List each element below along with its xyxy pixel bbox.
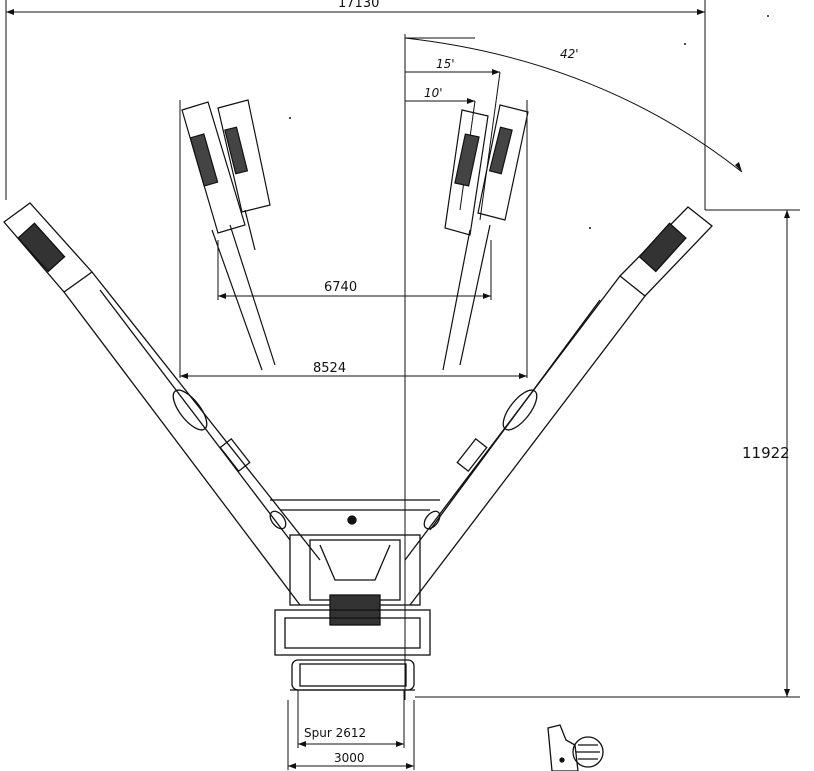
swing-angle-indicators: 42' 15' 10' <box>404 37 743 221</box>
scan-dot <box>684 43 686 45</box>
scan-dot <box>289 117 291 119</box>
overall-width-label: 17130 <box>338 0 379 11</box>
right-boom <box>404 206 713 606</box>
left-boom <box>3 202 321 606</box>
logo-fragment <box>547 724 604 771</box>
machine-body <box>270 499 440 691</box>
span-6740-label: 6740 <box>324 280 357 295</box>
scan-dot <box>589 227 591 229</box>
angle-42-label: 42' <box>560 47 579 61</box>
angle-15-label: 15' <box>436 57 455 71</box>
bottom-dimensions: Spur 2612 3000 <box>287 690 415 770</box>
folded-boom-right <box>442 104 529 371</box>
scan-dot <box>767 15 769 17</box>
overall-width-dimension: 17130 <box>5 0 706 210</box>
folded-boom-left <box>181 99 276 371</box>
span-8524-label: 8524 <box>313 361 346 376</box>
gauge-label: Spur 2612 <box>304 726 366 740</box>
chassis-width-label: 3000 <box>334 751 365 765</box>
height-dimension: 11922 <box>415 209 800 698</box>
angle-10-label: 10' <box>424 86 443 100</box>
inner-span-dimensions: 8524 6740 <box>179 100 528 379</box>
height-11922-label: 11922 <box>742 444 790 462</box>
